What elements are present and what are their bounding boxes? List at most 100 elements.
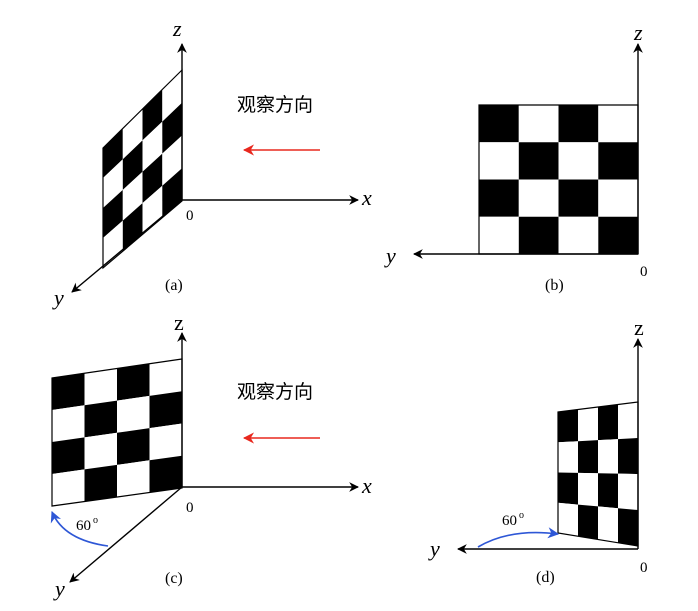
- checker-cell: [479, 105, 519, 143]
- checker-cell: [598, 473, 618, 509]
- checker-cell: [558, 472, 578, 505]
- panel-a-y-label: y: [52, 285, 64, 310]
- panel-b-y-label: y: [384, 243, 396, 268]
- checker-cell: [598, 506, 618, 543]
- panel-b-board: [478, 104, 639, 255]
- panel-a: z x y 0 (a) 观察方向: [52, 16, 372, 310]
- panel-d-caption: (d): [536, 569, 555, 586]
- checker-cell: [479, 179, 519, 217]
- checker-cell: [598, 216, 638, 254]
- panel-c-y-label: y: [53, 576, 65, 601]
- checker-cell: [518, 179, 559, 217]
- checker-cell: [84, 464, 117, 502]
- panel-c-direction-label: 观察方向: [237, 381, 313, 403]
- checker-cell: [103, 128, 123, 178]
- checker-cell: [578, 472, 598, 507]
- panel-b-z-label: z: [633, 20, 643, 45]
- checker-cell: [558, 216, 599, 254]
- checker-cell: [84, 432, 117, 470]
- checker-cell: [142, 89, 163, 141]
- board-outline: [102, 68, 183, 270]
- checker-cell: [558, 105, 599, 143]
- checker-cell: [518, 216, 559, 254]
- checker-cell: [149, 455, 182, 493]
- checker-cell: [103, 159, 123, 208]
- checker-cell: [103, 220, 123, 268]
- panel-b-origin: 0: [640, 264, 648, 280]
- checker-cell: [122, 203, 143, 252]
- board-outline: [51, 358, 183, 507]
- panel-b: z y 0 (b): [384, 20, 648, 294]
- checker-cell: [618, 402, 638, 440]
- checker-cell: [52, 373, 85, 410]
- checker-cell: [578, 504, 598, 540]
- checker-cell: [479, 216, 519, 254]
- panel-d-origin: 0: [640, 560, 648, 576]
- checker-cell: [518, 142, 559, 180]
- checker-cell: [149, 359, 182, 396]
- panel-c-z-label: z: [174, 310, 184, 335]
- panel-a-direction-label: 观察方向: [237, 94, 313, 116]
- checker-cell: [52, 469, 85, 506]
- checker-cell: [479, 142, 519, 180]
- panel-d-angle-arc: [477, 527, 560, 548]
- checker-cell: [52, 437, 85, 474]
- checker-cell: [162, 168, 182, 218]
- checker-cell: [103, 189, 123, 238]
- checker-cell: [162, 102, 182, 154]
- panel-d-y-label: y: [428, 536, 440, 561]
- checker-cell: [598, 105, 638, 143]
- panel-c-x-label: x: [361, 473, 372, 498]
- checker-cell: [142, 121, 163, 172]
- checker-cell: [84, 400, 117, 438]
- checker-cell: [149, 423, 182, 461]
- checker-cell: [578, 407, 598, 442]
- checker-cell: [117, 363, 150, 401]
- checker-cell: [122, 140, 143, 190]
- checker-cell: [618, 438, 638, 474]
- checker-cell: [598, 142, 638, 180]
- checker-cell: [162, 135, 182, 186]
- checker-cell: [558, 179, 599, 217]
- checker-cell: [117, 460, 150, 497]
- checker-cell: [518, 105, 559, 143]
- checker-cell: [117, 395, 150, 433]
- checker-cell: [618, 473, 638, 510]
- panel-a-caption: (a): [165, 277, 183, 294]
- panel-b-caption: (b): [545, 277, 564, 294]
- checker-cell: [84, 368, 117, 406]
- panel-a-origin: 0: [186, 208, 194, 224]
- checker-cell: [142, 153, 163, 204]
- panel-d-z-label: z: [634, 315, 644, 340]
- panel-d-board: [557, 401, 639, 547]
- panel-a-x-label: x: [361, 185, 372, 210]
- panel-a-z-label: z: [172, 16, 182, 41]
- checker-cell: [558, 502, 578, 537]
- checker-cell: [598, 179, 638, 217]
- checker-cell: [618, 508, 638, 546]
- checker-cell: [122, 171, 143, 221]
- checker-cell: [52, 405, 85, 442]
- panel-c-y-axis: [69, 486, 183, 583]
- checker-cell: [122, 109, 143, 160]
- checker-cell: [558, 441, 578, 473]
- checker-cell: [558, 409, 578, 443]
- panel-c-caption: (c): [165, 570, 183, 587]
- panel-a-y-axis: [71, 199, 183, 293]
- checker-cell: [598, 404, 618, 441]
- panel-c-angle-arc: [50, 510, 109, 547]
- panel-c-origin: 0: [186, 500, 194, 516]
- checker-cell: [117, 428, 150, 465]
- checker-cell: [558, 142, 599, 180]
- panel-c-board: [51, 358, 183, 507]
- checker-cell: [162, 70, 182, 122]
- checker-cell: [142, 185, 163, 235]
- checker-cell: [578, 440, 598, 474]
- panel-a-board: [102, 68, 183, 270]
- checker-cell: [149, 391, 182, 429]
